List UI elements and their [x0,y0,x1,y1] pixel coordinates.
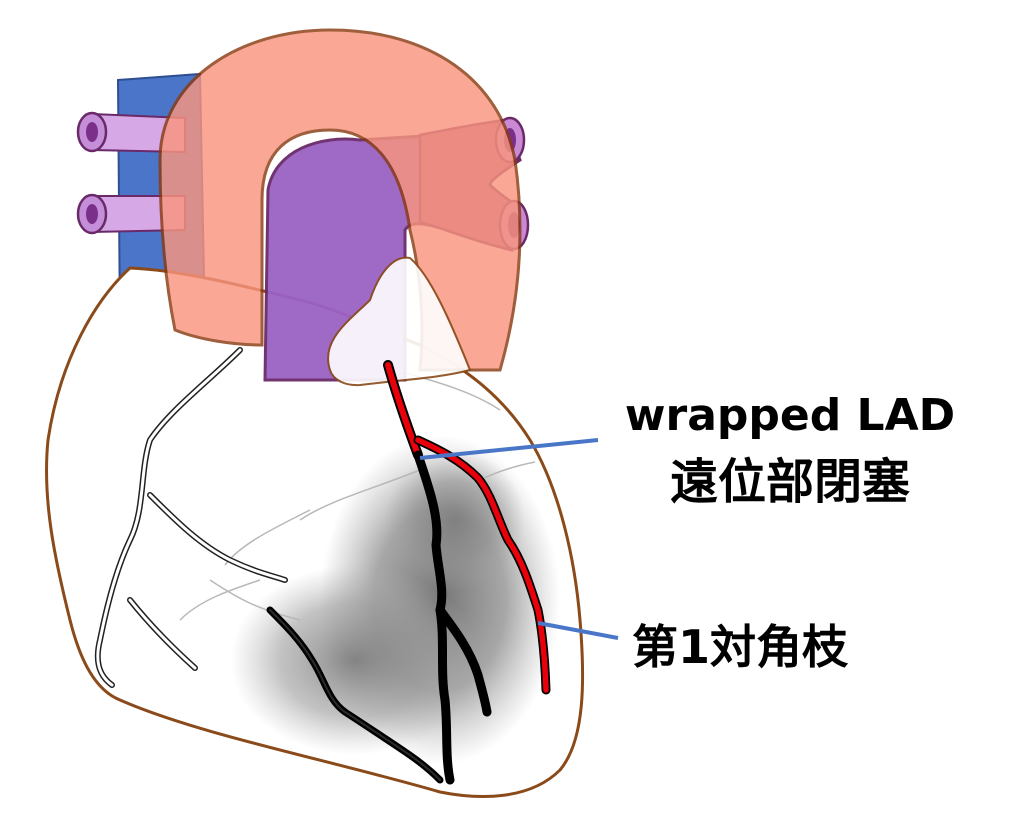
septal-occluded-branch-edge [269,609,441,781]
right-coronary-vessels-inner [96,348,287,687]
left-atrial-appendage [327,256,472,387]
lad-label-line2: 遠位部閉塞 [670,454,910,510]
diagonal-branch-label: 第1対角枝 [632,620,849,674]
lad-label-line1: wrapped LAD [625,390,955,441]
diagonal-pointer-line [537,621,619,640]
pulmonary-veins-left [76,111,186,235]
lad-distal-occluded [413,450,492,785]
first-diagonal-branch-red [415,437,549,693]
lad-proximal-red [385,362,421,458]
lad-pointer-line [419,438,599,460]
